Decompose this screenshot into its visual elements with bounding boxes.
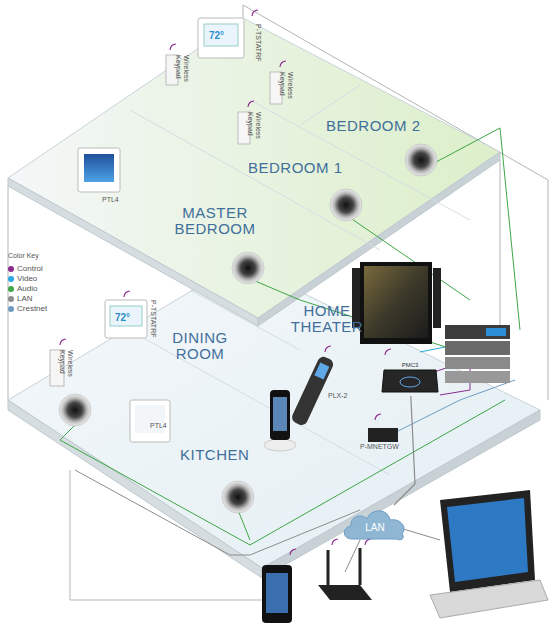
legend-text: Audio [17,284,37,294]
lan-connector [394,396,415,505]
lan-cloud: LAN [342,505,408,543]
text-label: HOME THEATER [282,303,372,335]
text-label: PTL4 [150,422,180,430]
node-text: LAN [342,505,408,533]
text-label: Wireless Keypad [278,72,294,102]
legend-text: Control [17,264,43,274]
text-label: 72° [209,28,239,44]
legend-swatch [8,266,14,272]
node-text: PMC3 [380,362,440,368]
text-label: KITCHEN [180,447,280,463]
processor-box: PMC3 [380,362,440,396]
text-label: PLX-2 [328,392,358,400]
text-label: 72° [115,310,145,326]
legend-swatch [8,286,14,292]
text-label: PTL4 [102,196,132,204]
legend-swatch [8,306,14,312]
text-label: Color Key [8,252,68,260]
text-label: Wireless Keypad [58,350,74,380]
legend-swatch [8,296,14,302]
text-label: P-MNETGW [360,443,400,451]
legend-swatch [8,276,14,282]
text-label: BEDROOM 2 [326,118,446,134]
text-label: P-TSTATRF [149,300,157,350]
legend-text: Crestnet [17,304,47,314]
legend-text: LAN [17,294,33,304]
text-label: Wireless Keypad [174,55,190,85]
text-label: DINING ROOM [160,330,240,362]
text-label: BEDROOM 1 [248,160,368,176]
text-label: MASTER BEDROOM [150,205,280,237]
text-label: Wireless Keypad [246,112,262,142]
legend-text: Video [17,274,37,284]
text-label: P-TSTATRF [254,24,262,74]
